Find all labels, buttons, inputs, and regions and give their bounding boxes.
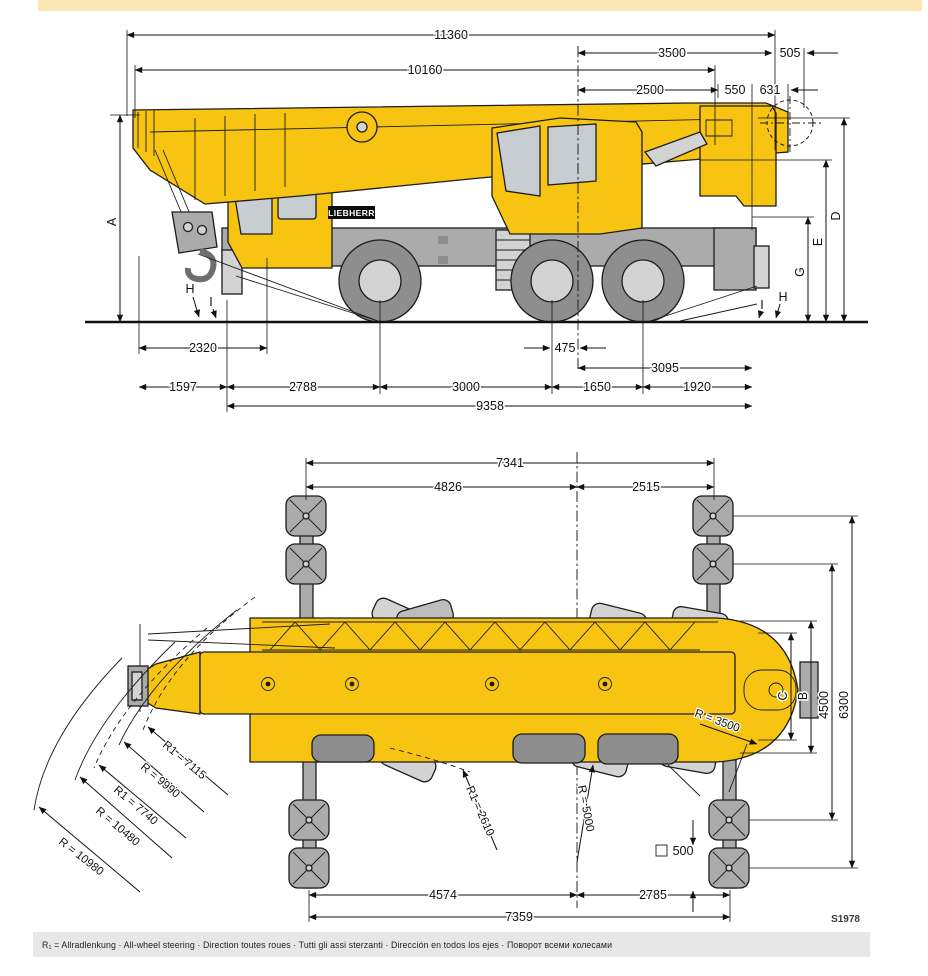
step-lines <box>496 239 530 281</box>
counterweight-notch <box>705 119 733 137</box>
outriggers <box>285 495 750 889</box>
dim-letter-G: G <box>793 267 807 277</box>
dim-10160: 10160 <box>408 63 443 77</box>
frame-detail-2 <box>438 256 448 264</box>
dim-4826: 4826 <box>434 480 462 494</box>
dim-475: 475 <box>555 341 576 355</box>
telescope-separators <box>194 113 286 200</box>
pad-rl-inner <box>692 543 734 585</box>
pad-fr-outer <box>288 847 330 889</box>
dim-1650: 1650 <box>583 380 611 394</box>
boom-top-view <box>127 651 797 715</box>
rear-oval <box>743 669 797 711</box>
frame-detail-1 <box>438 236 448 244</box>
front-angle-lines <box>197 253 379 322</box>
liebherr-logo-text: LIEBHERR <box>328 208 375 218</box>
dim-letter-B: B <box>796 692 810 700</box>
telescopic-boom <box>132 102 789 205</box>
hook-cables <box>154 149 191 215</box>
dim-1597: 1597 <box>169 380 197 394</box>
pad-fl-outer <box>285 495 327 537</box>
wheel-3-hub <box>621 259 665 303</box>
dim-letter-I-front: I <box>209 295 212 309</box>
radius-label-r-9990: R = 9990 <box>138 761 182 800</box>
crane-dimension-drawing: LIEBHERR 11360 3500 <box>33 27 868 926</box>
radius-label-r1-7115: R1 = 7115 <box>160 739 208 782</box>
hook-sheave-2 <box>196 224 208 236</box>
footer-legend-text: R₁ = Allradlenkung · All-wheel steering … <box>42 939 613 950</box>
boom-pulley-hub <box>356 121 368 133</box>
dim-2515: 2515 <box>632 480 660 494</box>
dim-550: 550 <box>725 83 746 97</box>
pad-size-label: 500 <box>673 844 694 858</box>
wheels <box>338 239 685 323</box>
pad-rl-outer <box>692 495 734 537</box>
dim-letter-H-rear: H <box>778 290 787 304</box>
rear-outrigger-box <box>713 227 757 291</box>
boom-section-line <box>149 117 771 133</box>
dim-letter-C: C <box>776 691 790 700</box>
side-view-dimensions: 11360 3500 505 10160 2500 550 631 A <box>104 27 850 415</box>
rear-angle-lines <box>649 285 758 322</box>
tail-swing-centerlines <box>760 96 822 152</box>
pad-rr-outer <box>708 847 750 889</box>
dim-9358: 9358 <box>476 399 504 413</box>
dim-letter-A: A <box>105 217 119 226</box>
dim-3095: 3095 <box>651 361 679 375</box>
rear-coupling-top <box>799 661 819 719</box>
top-view-dimensions: 7341 4826 2515 C B 4500 6300 500 <box>305 455 858 926</box>
pad-fl-inner <box>285 543 327 585</box>
pad-fr-inner <box>288 799 330 841</box>
boom-head-detail <box>131 671 143 701</box>
hook-sheave-1 <box>182 221 194 233</box>
tanks <box>311 733 679 765</box>
dim-631: 631 <box>760 83 781 97</box>
rear-coupling <box>753 245 770 289</box>
radius-label-r-5000: R = 5000 <box>575 784 596 832</box>
dim-7359: 7359 <box>505 910 533 924</box>
crane-side-view: LIEBHERR <box>85 96 868 324</box>
dim-2320: 2320 <box>189 341 217 355</box>
side-view-diagram: LIEBHERR 11360 3500 <box>85 27 868 415</box>
liebherr-logo-plate <box>328 206 375 219</box>
operator-cab-window <box>547 123 597 186</box>
dim-1920: 1920 <box>683 380 711 394</box>
footer-legend-bar: R₁ = Allradlenkung · All-wheel steering … <box>33 932 870 957</box>
top-accent-bar <box>38 0 922 11</box>
dim-6300: 6300 <box>837 691 851 719</box>
luffing-cylinder <box>643 131 708 167</box>
figure-code: S1978 <box>831 914 860 925</box>
turning-radius-arcs: R1 = 7115 R = 9990 R1 = 7740 R = 10480 R… <box>33 596 256 893</box>
rear-oval-pin <box>768 682 784 698</box>
dim-4574: 4574 <box>429 888 457 902</box>
dim-letter-D: D <box>829 211 843 220</box>
dim-letter-E: E <box>811 238 825 246</box>
operator-cab-windshield <box>496 125 541 197</box>
dim-3500: 3500 <box>658 46 686 60</box>
wheel-2-hub <box>530 259 574 303</box>
dim-2788: 2788 <box>289 380 317 394</box>
dim-2785: 2785 <box>639 888 667 902</box>
hook-block <box>171 211 218 254</box>
dim-2500: 2500 <box>636 83 664 97</box>
wheel-1-hub <box>358 259 402 303</box>
hook <box>184 248 217 283</box>
dim-letter-I-rear: I <box>760 298 763 312</box>
boom-rivets <box>261 677 612 691</box>
square-symbol <box>655 844 668 857</box>
dim-letter-H-front: H <box>185 282 194 296</box>
dim-3000: 3000 <box>452 380 480 394</box>
pad-rr-inner <box>708 799 750 841</box>
outrigger-pads <box>285 495 750 889</box>
dim-total-length: 11360 <box>434 28 468 42</box>
counterweight <box>699 105 777 207</box>
dim-7341: 7341 <box>496 456 524 470</box>
top-view-diagram: R1 = 7115 R = 9990 R1 = 7740 R = 10480 R… <box>33 452 860 926</box>
dim-4500: 4500 <box>817 691 831 719</box>
radius-label-r1-2610: R1 = 2610 <box>463 784 496 838</box>
dim-505: 505 <box>780 46 801 60</box>
boom-head-sheaves <box>137 110 155 156</box>
